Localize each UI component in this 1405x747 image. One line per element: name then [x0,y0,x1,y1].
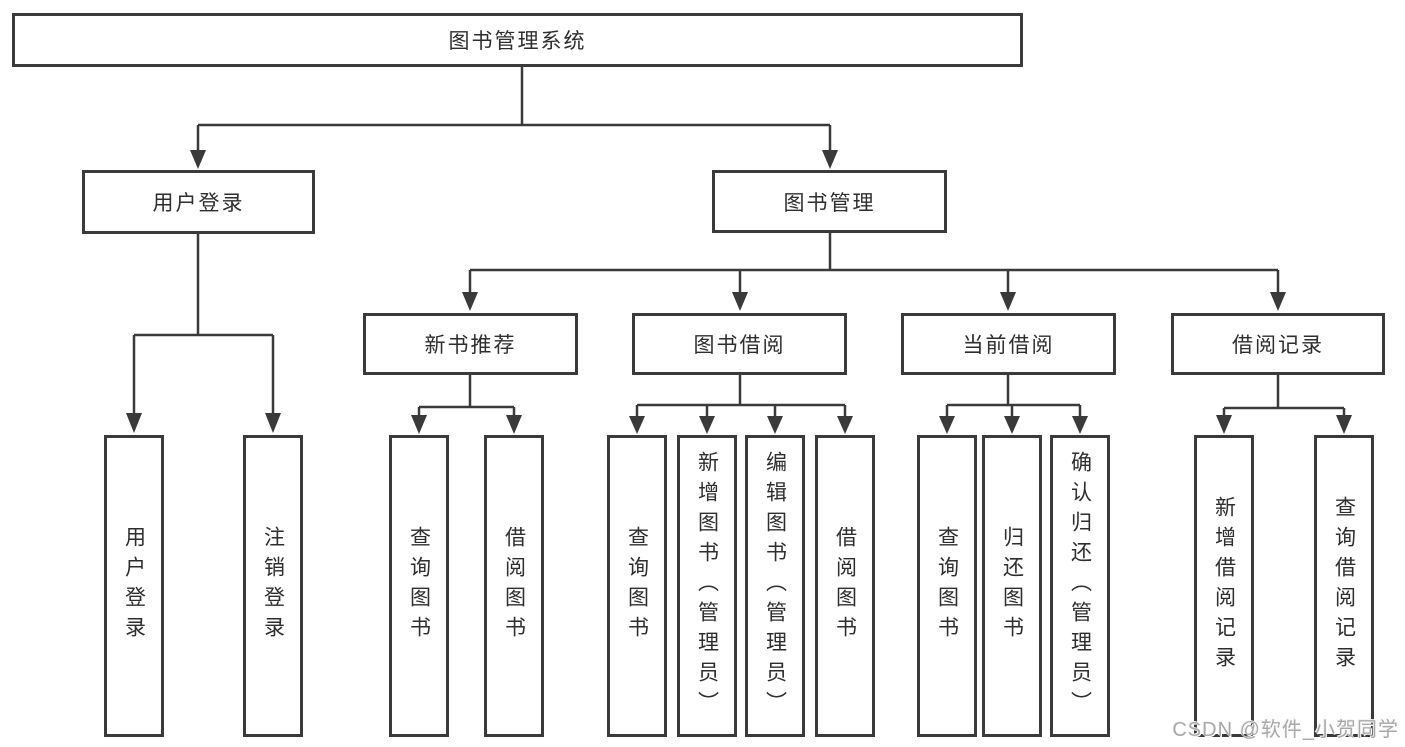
node-current-borrow-label: 当前借阅 [962,334,1055,357]
leaf-return-books: 归还图书 [982,435,1042,737]
leaf-confirm-return-admin-label: 确认归还（管理员） [1068,451,1092,721]
leaf-edit-book-admin: 编辑图书（管理员） [745,435,805,737]
leaf-edit-book-admin-label: 编辑图书（管理员） [763,451,787,721]
leaf-user-login: 用户登录 [104,435,164,737]
node-library-system-label: 图书管理系统 [448,30,587,53]
connector-borrow-records-to-leaves [1216,375,1352,434]
leaf-borrow-books-label: 借阅图书 [833,526,857,646]
node-book-borrow: 图书借阅 [632,313,847,375]
node-new-book-recommend-label: 新书推荐 [424,334,517,357]
leaf-query-borrow-record: 查询借阅记录 [1314,435,1374,737]
node-new-book-recommend: 新书推荐 [363,313,578,375]
leaf-query-books-current-label: 查询图书 [935,526,959,646]
leaf-logout: 注销登录 [243,435,303,737]
node-current-borrow: 当前借阅 [901,313,1116,375]
node-book-borrow-label: 图书借阅 [693,334,786,357]
connector-new-book-to-leaves [411,375,522,434]
connector-book-borrow-to-leaves [629,375,853,434]
connector-root-to-level1 [190,67,838,169]
leaf-return-books-label: 归还图书 [1000,526,1024,646]
leaf-add-borrow-record-label: 新增借阅记录 [1212,496,1236,676]
leaf-add-book-admin-label: 新增图书（管理员） [695,451,719,721]
leaf-borrow-books-recommend-label: 借阅图书 [502,526,526,646]
node-book-management: 图书管理 [712,170,947,233]
leaf-query-books-recommend: 查询图书 [389,435,449,737]
leaf-logout-label: 注销登录 [261,526,285,646]
leaf-query-books-current: 查询图书 [917,435,977,737]
leaf-query-books-borrow: 查询图书 [607,435,667,737]
node-borrow-records-label: 借阅记录 [1232,334,1324,357]
leaf-borrow-books: 借阅图书 [815,435,875,737]
node-library-system: 图书管理系统 [12,13,1023,67]
leaf-query-books-borrow-label: 查询图书 [625,526,649,646]
leaf-query-books-recommend-label: 查询图书 [407,526,431,646]
leaf-query-borrow-record-label: 查询借阅记录 [1332,496,1356,676]
connector-user-login-to-leaves [126,234,281,433]
node-borrow-records: 借阅记录 [1171,313,1385,375]
connector-book-management-to-level2 [462,233,1286,311]
node-user-login: 用户登录 [82,170,315,234]
leaf-add-book-admin: 新增图书（管理员） [677,435,737,737]
node-book-management-label: 图书管理 [783,191,876,215]
connector-current-borrow-to-leaves [939,375,1088,434]
csdn-watermark: CSDN @软件_小贺同学 [1172,719,1399,741]
leaf-confirm-return-admin: 确认归还（管理员） [1050,435,1110,737]
leaf-borrow-books-recommend: 借阅图书 [484,435,544,737]
node-user-login-label: 用户登录 [152,192,245,215]
leaf-add-borrow-record: 新增借阅记录 [1194,435,1254,737]
leaf-user-login-label: 用户登录 [122,526,146,646]
